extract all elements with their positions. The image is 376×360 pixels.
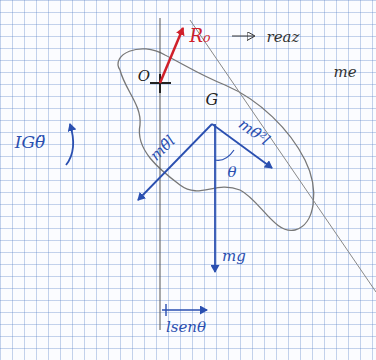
force-label: R₀ [190, 27, 211, 45]
dimension-arrow [162, 309, 207, 310]
note-text: me [333, 65, 356, 80]
point-label: G [206, 92, 219, 108]
reaction-arrow [160, 28, 183, 83]
moment-arrow [66, 124, 73, 165]
angle-arc [215, 150, 234, 160]
weight-arrow [214, 124, 216, 272]
point-label: O [138, 69, 150, 84]
note-text: reaz [267, 30, 300, 45]
force-label: mθ̈l [148, 133, 178, 163]
dimension-label: lsenθ [166, 320, 206, 335]
tangential-force-arrow [138, 124, 212, 200]
force-label: mg [222, 249, 246, 264]
dimension-tick [165, 304, 166, 316]
vertical-line [160, 18, 161, 330]
force-label: mθ̇²l [236, 116, 272, 148]
reference-line [190, 20, 376, 292]
note-arrow [232, 36, 254, 37]
moment-label: IGθ̈ [15, 134, 46, 151]
angle-label: θ [227, 165, 236, 180]
pivot-mark [159, 74, 161, 93]
